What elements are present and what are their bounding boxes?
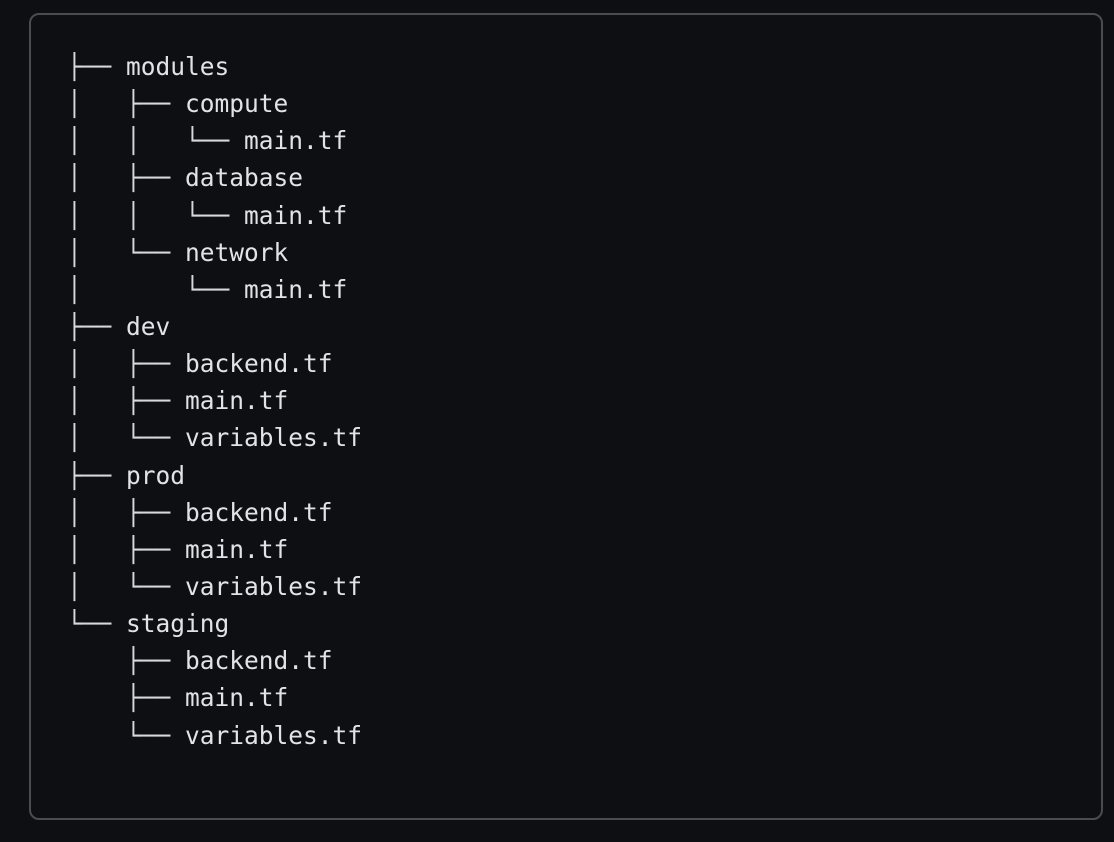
tree-line-network: │ └── network — [67, 234, 362, 271]
folder-name: staging — [126, 609, 230, 639]
folder-name: compute — [185, 89, 289, 119]
file-name: main.tf — [244, 274, 348, 304]
tree-branch: ├── — [67, 646, 186, 676]
directory-tree: ├── modules│ ├── compute│ │ └── main.tf│… — [67, 48, 362, 754]
file-name: main.tf — [244, 200, 348, 230]
tree-line-staging-backend: ├── backend.tf — [67, 642, 362, 679]
tree-branch: │ └── — [67, 423, 186, 453]
tree-line-dev-main: │ ├── main.tf — [67, 382, 362, 419]
tree-line-staging-main: ├── main.tf — [67, 679, 362, 716]
file-name: variables.tf — [185, 720, 363, 750]
file-name: variables.tf — [185, 423, 363, 453]
tree-branch: │ └── — [67, 274, 245, 304]
tree-line-network-main: │ └── main.tf — [67, 271, 362, 308]
tree-line-dev-variables: │ └── variables.tf — [67, 419, 362, 456]
tree-branch: │ ├── — [67, 89, 186, 119]
folder-name: database — [185, 163, 304, 193]
tree-line-staging-variables: └── variables.tf — [67, 717, 362, 754]
tree-branch: ├── — [67, 52, 127, 81]
tree-line-dev: ├── dev — [67, 308, 362, 345]
tree-line-prod-variables: │ └── variables.tf — [67, 568, 362, 605]
tree-branch: ├── — [67, 460, 127, 490]
tree-line-compute: │ ├── compute — [67, 85, 362, 122]
folder-name: modules — [126, 52, 230, 81]
tree-branch: │ └── — [67, 571, 186, 601]
tree-branch: ├── — [67, 311, 127, 341]
file-name: backend.tf — [185, 497, 333, 527]
file-name: variables.tf — [185, 571, 363, 601]
tree-branch: └── — [67, 609, 127, 639]
tree-branch: │ └── — [67, 237, 186, 267]
tree-line-prod: ├── prod — [67, 457, 362, 494]
file-name: main.tf — [185, 683, 289, 713]
tree-branch: │ ├── — [67, 349, 186, 379]
file-name: main.tf — [185, 534, 289, 564]
tree-branch: ├── — [67, 683, 186, 713]
folder-name: dev — [126, 311, 171, 341]
tree-branch: │ │ └── — [67, 126, 245, 156]
tree-branch: │ ├── — [67, 534, 186, 564]
file-name: backend.tf — [185, 646, 333, 676]
tree-branch: │ ├── — [67, 386, 186, 416]
tree-line-prod-main: │ ├── main.tf — [67, 531, 362, 568]
tree-branch: │ │ └── — [67, 200, 245, 230]
folder-name: network — [185, 237, 289, 267]
tree-line-staging: └── staging — [67, 605, 362, 642]
tree-branch: │ ├── — [67, 497, 186, 527]
file-name: main.tf — [185, 386, 289, 416]
tree-branch: └── — [67, 720, 186, 750]
tree-branch: │ ├── — [67, 163, 186, 193]
tree-line-modules: ├── modules — [67, 48, 362, 85]
code-block: ├── modules│ ├── compute│ │ └── main.tf│… — [29, 13, 1103, 820]
tree-line-prod-backend: │ ├── backend.tf — [67, 494, 362, 531]
tree-line-database-main: │ │ └── main.tf — [67, 197, 362, 234]
tree-line-database: │ ├── database — [67, 159, 362, 196]
tree-line-dev-backend: │ ├── backend.tf — [67, 345, 362, 382]
file-name: backend.tf — [185, 349, 333, 379]
file-name: main.tf — [244, 126, 348, 156]
folder-name: prod — [126, 460, 186, 490]
tree-line-compute-main: │ │ └── main.tf — [67, 122, 362, 159]
